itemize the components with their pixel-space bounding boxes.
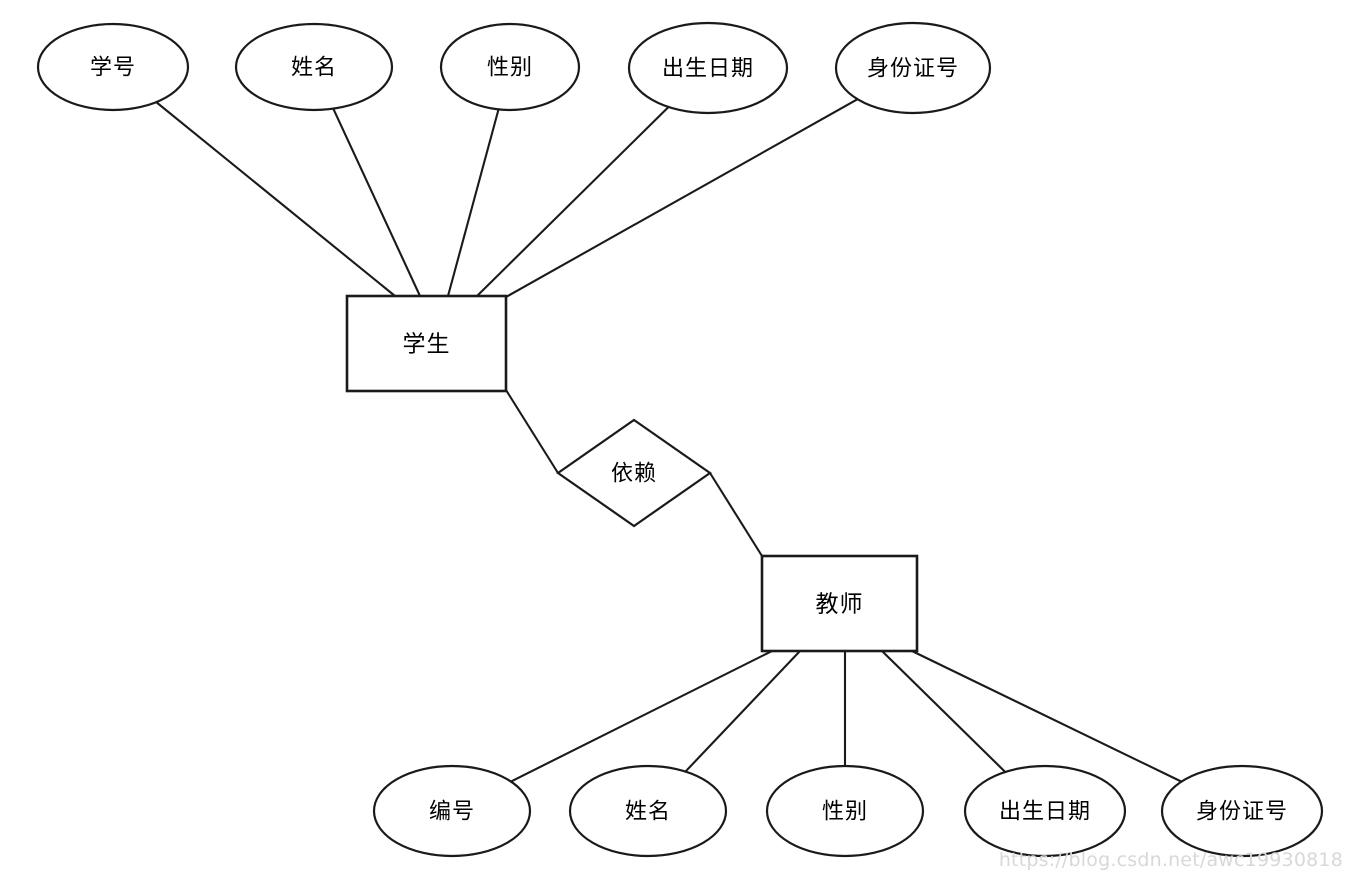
- connector-layer: [155, 98, 1182, 783]
- attribute-label-tea-name: 姓名: [625, 800, 671, 825]
- student-connector-stu-gender: [446, 109, 500, 297]
- entity-label-teacher: 教师: [816, 592, 864, 618]
- attribute-ellipse-tea-name[interactable]: [568, 764, 728, 858]
- student-connector-stu-id: [155, 101, 396, 297]
- attribute-ellipse-stu-birth[interactable]: [627, 21, 789, 115]
- attribute-label-stu-idcard: 身份证号: [867, 57, 959, 82]
- shape-layer: [36, 21, 1324, 858]
- attribute-ellipse-tea-idcard[interactable]: [1160, 764, 1324, 858]
- label-layer: 学号姓名性别出生日期身份证号编号姓名性别出生日期身份证号学生教师依赖: [90, 56, 1288, 825]
- relationship-diamond-depends[interactable]: [556, 418, 712, 528]
- attribute-label-stu-name: 姓名: [291, 56, 337, 81]
- student-connector-stu-idcard: [505, 98, 859, 298]
- attribute-ellipse-tea-no[interactable]: [372, 764, 532, 858]
- attribute-label-stu-birth: 出生日期: [662, 57, 754, 82]
- teacher-connector-tea-idcard: [911, 650, 1182, 783]
- connector-student-to-rel: [505, 389, 559, 474]
- attribute-ellipse-stu-id[interactable]: [36, 22, 190, 112]
- teacher-connector-tea-no: [510, 650, 773, 783]
- entity-box-student[interactable]: [345, 294, 508, 393]
- relationship-label-depends: 依赖: [611, 462, 657, 487]
- entity-box-teacher[interactable]: [760, 554, 919, 653]
- attribute-label-tea-idcard: 身份证号: [1196, 800, 1288, 825]
- attribute-ellipse-tea-birth[interactable]: [963, 764, 1127, 858]
- connector-rel-to-teacher: [709, 472, 763, 557]
- entity-label-student: 学生: [403, 332, 451, 358]
- student-connector-stu-name: [332, 108, 421, 297]
- attribute-ellipse-stu-name[interactable]: [234, 22, 394, 112]
- attribute-label-tea-no: 编号: [429, 800, 475, 825]
- attribute-label-tea-birth: 出生日期: [999, 800, 1091, 825]
- attribute-ellipse-tea-gender[interactable]: [765, 764, 925, 858]
- attribute-label-stu-gender: 性别: [487, 56, 533, 81]
- attribute-ellipse-stu-idcard[interactable]: [834, 21, 992, 115]
- attribute-ellipse-stu-gender[interactable]: [439, 22, 581, 112]
- student-connector-stu-birth: [476, 106, 670, 297]
- teacher-connector-tea-birth: [881, 650, 1006, 773]
- attribute-label-stu-id: 学号: [90, 56, 136, 81]
- attribute-label-tea-gender: 性别: [822, 800, 868, 825]
- watermark-text: https://blog.csdn.net/awc19930818: [998, 849, 1343, 871]
- teacher-connector-tea-name: [684, 650, 801, 773]
